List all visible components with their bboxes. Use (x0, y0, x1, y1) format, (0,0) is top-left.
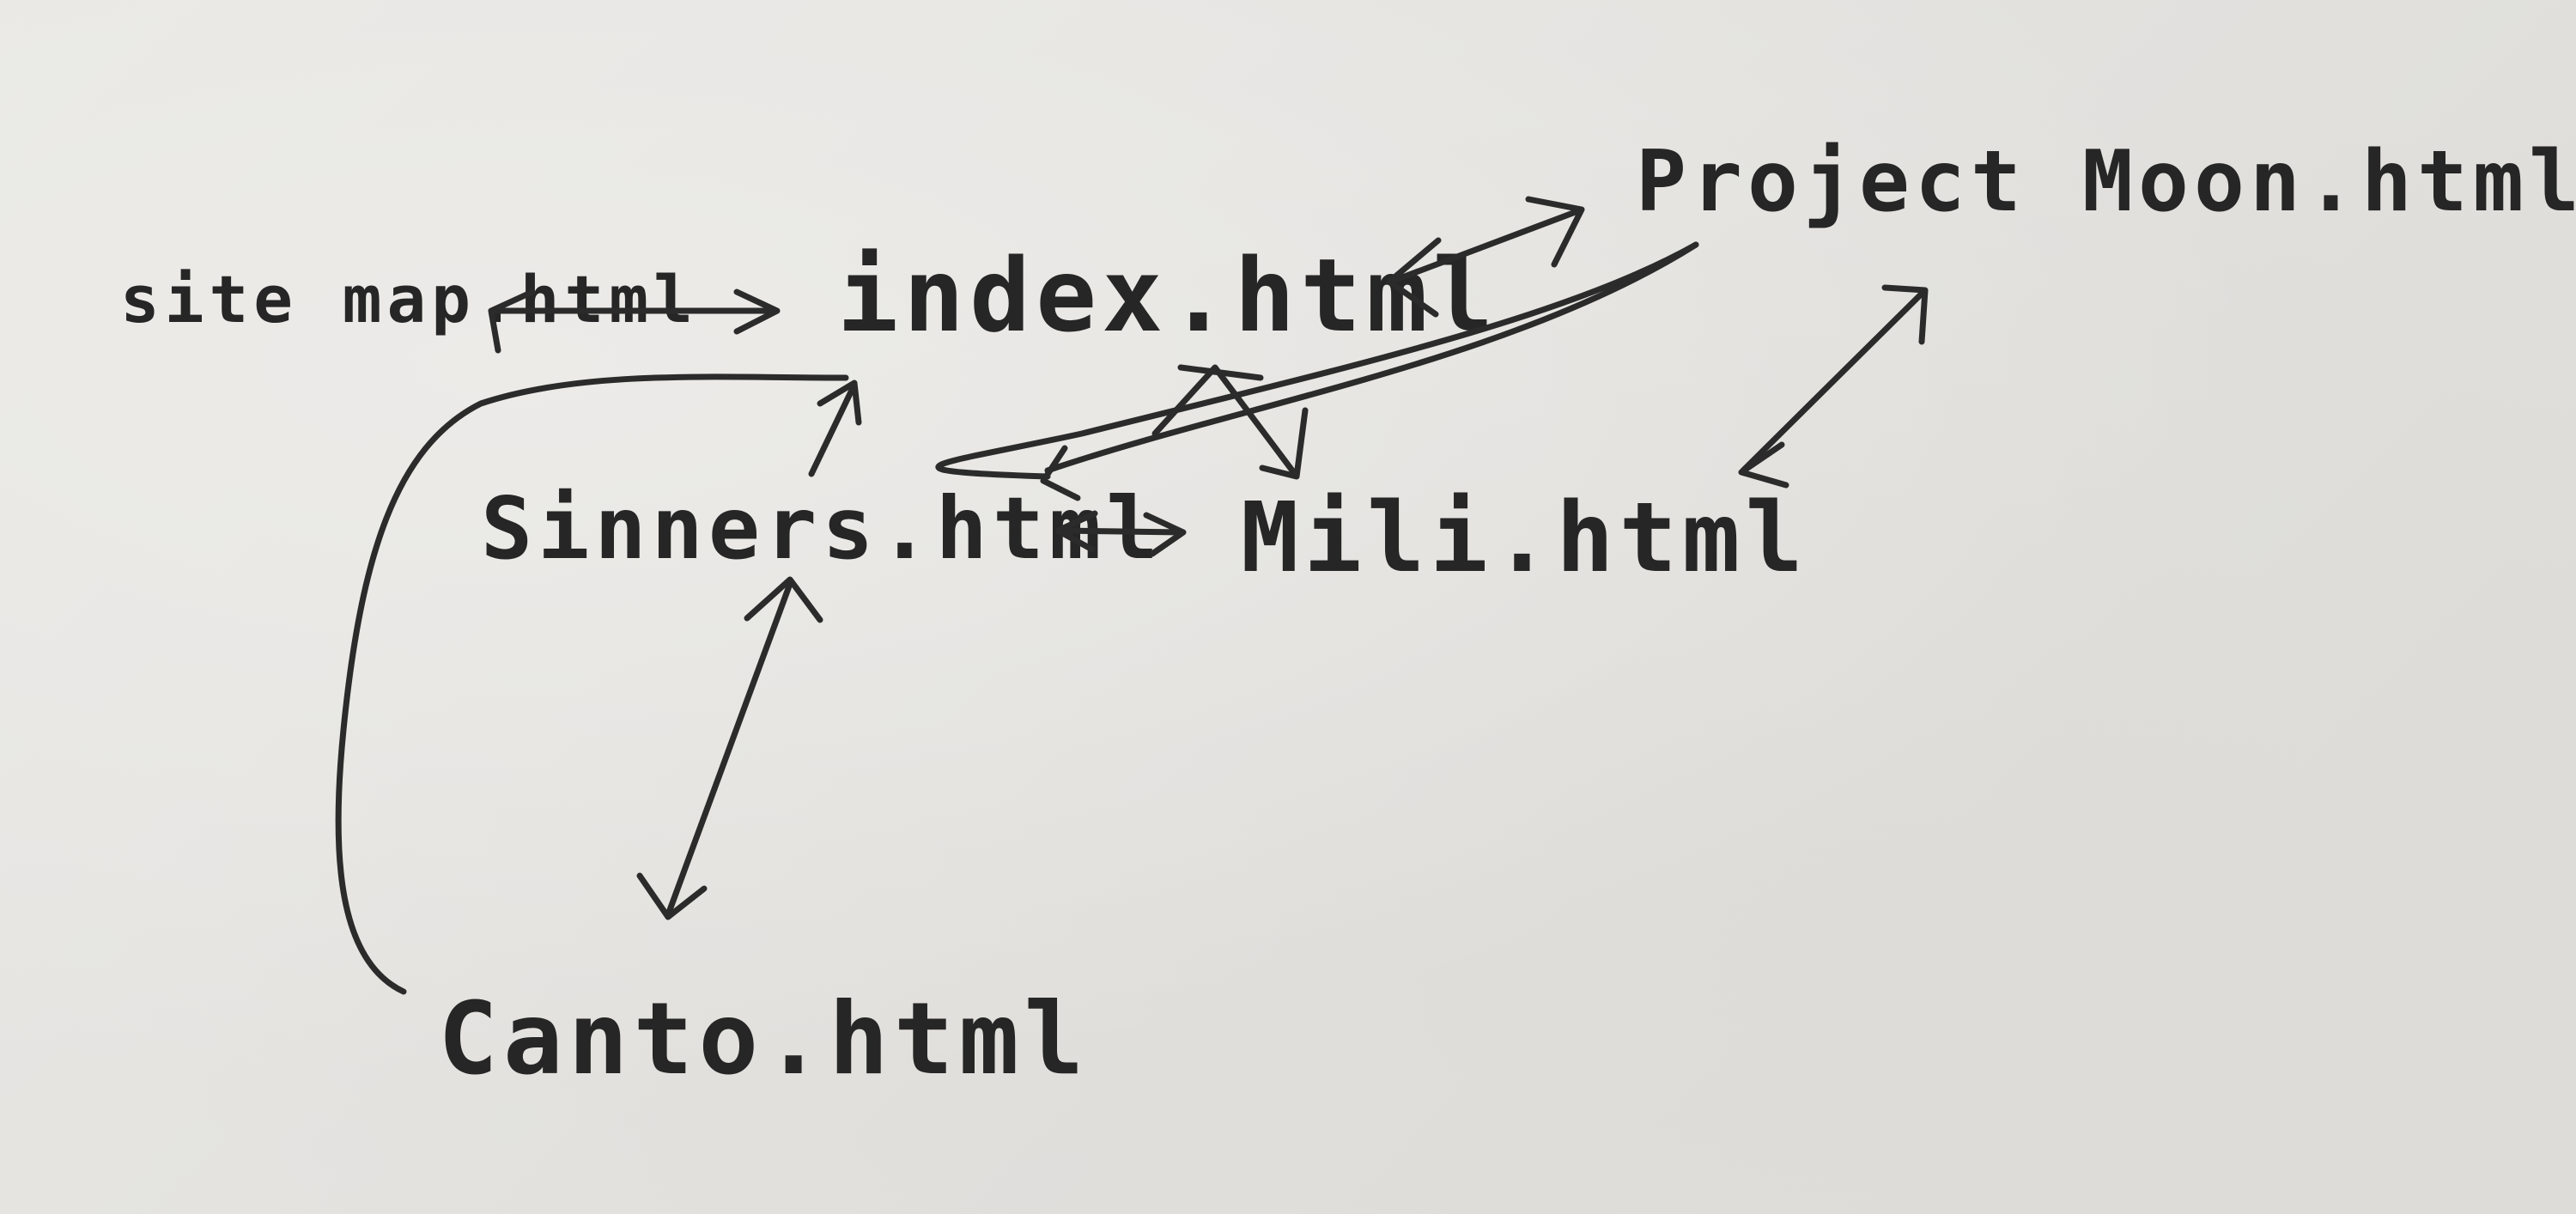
arrow-canto-index (335, 373, 849, 995)
arrow-mili-project-moon (1738, 284, 1929, 489)
arrow-sinners-canto (636, 576, 823, 920)
arrow-project-moon-sinners (935, 241, 1699, 501)
arrow-sitemap-index (488, 288, 781, 354)
node-sinners: Sinners.html (481, 478, 1163, 579)
arrow-sinners-mili (1054, 510, 1187, 557)
node-project-moon: Project Moon.html (1636, 133, 2576, 231)
node-mili: Mili.html (1241, 483, 1808, 594)
node-canto: Canto.html (438, 981, 1089, 1097)
node-index: index.html (837, 236, 1498, 355)
arrow-index-project-moon (1386, 196, 1585, 318)
node-sitemap: site map.html (120, 261, 698, 337)
arrow-sinners-index (808, 379, 862, 477)
arrow-index-mili (1151, 364, 1309, 480)
